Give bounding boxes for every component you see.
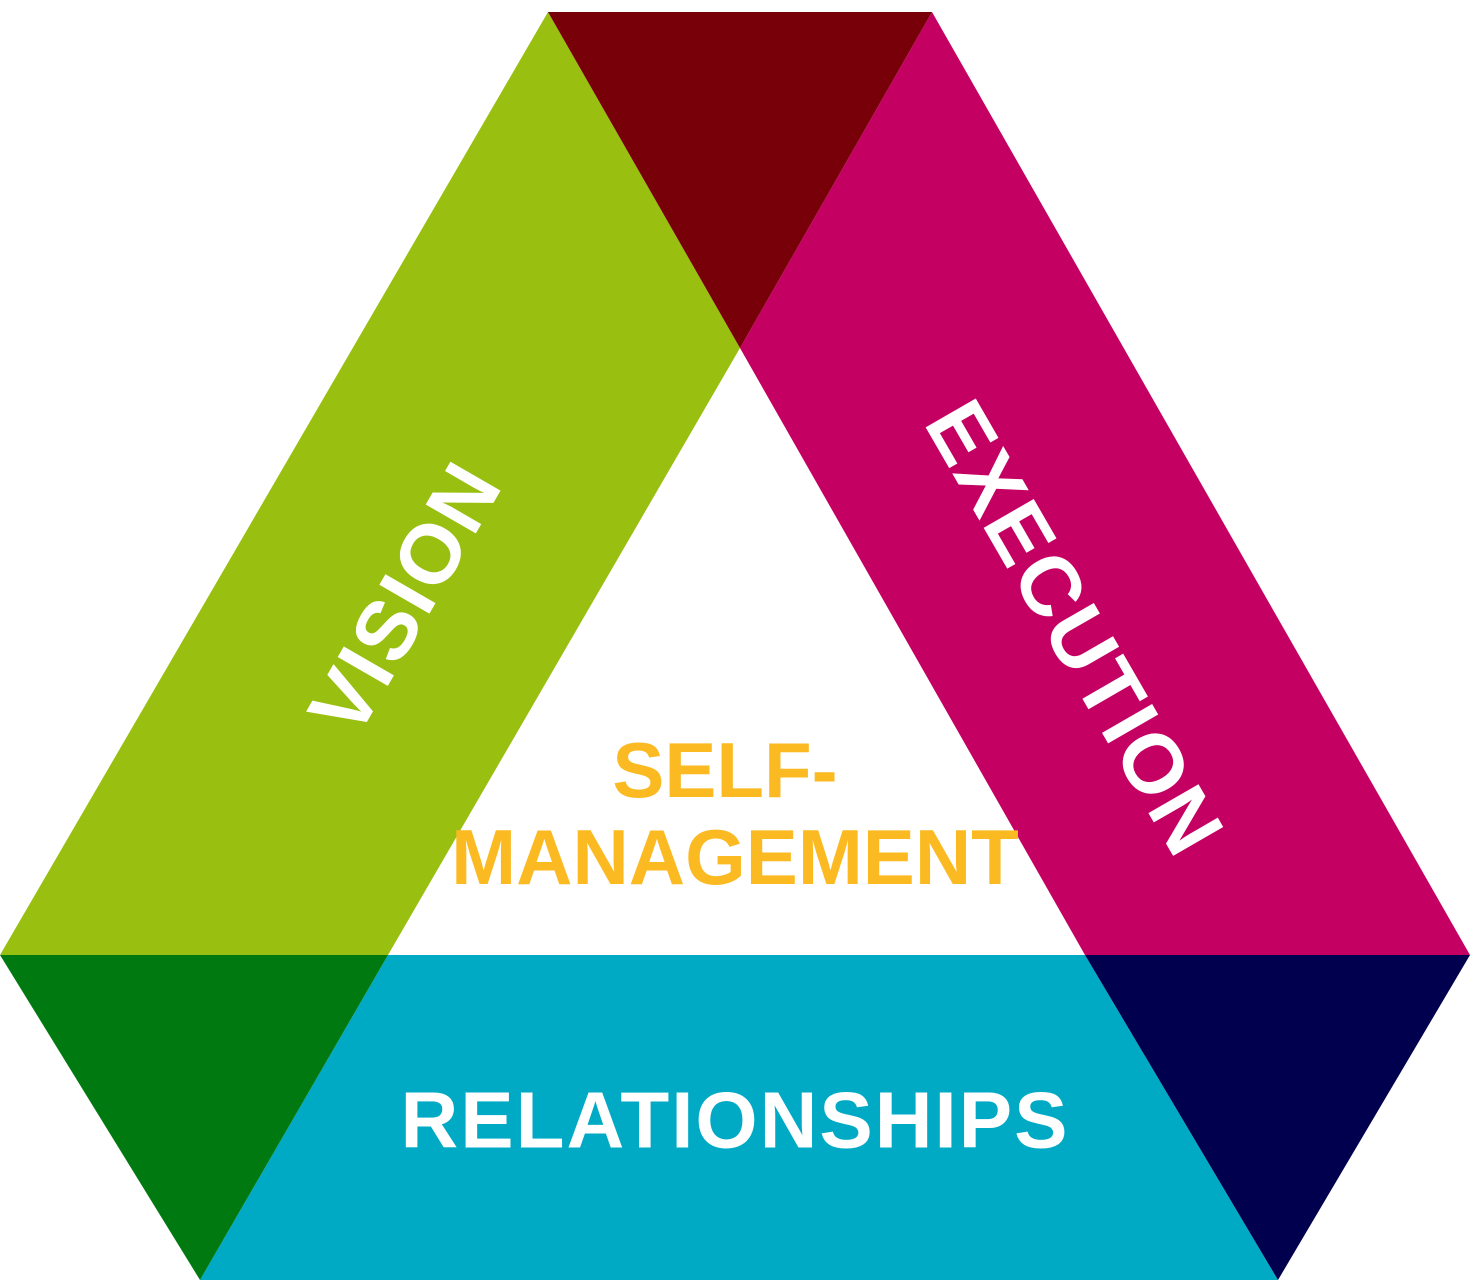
relationships-band — [200, 955, 1278, 1280]
relationships-label: RELATIONSHIPS — [400, 1076, 1069, 1165]
execution-band — [740, 12, 1470, 955]
vision-band — [0, 12, 740, 955]
overlap-vision-execution — [548, 12, 932, 348]
overlap-execution-relationships — [1085, 955, 1470, 1280]
center-label-line1: SELF- — [612, 726, 837, 814]
overlap-vision-relationships — [0, 955, 388, 1280]
center-label-line2: MANAGEMENT — [451, 813, 1019, 901]
